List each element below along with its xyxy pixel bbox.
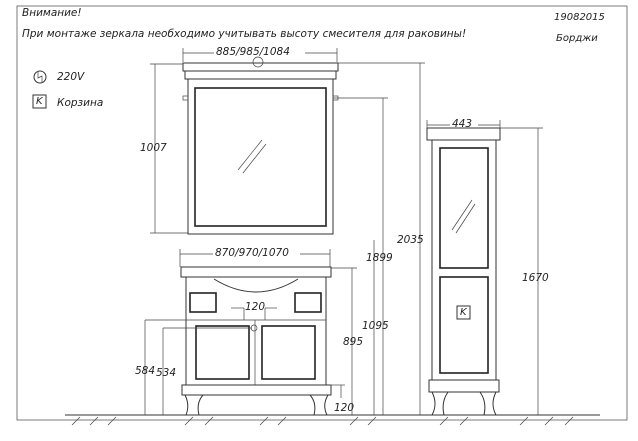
dim-mirror-width: 885/985/1084 xyxy=(216,46,290,58)
dim-mixer-height: 1095 xyxy=(362,320,389,332)
model-name: Борджи xyxy=(556,33,598,44)
warning-text: При монтаже зеркала необходимо учитывать… xyxy=(22,28,467,40)
power-icon xyxy=(33,70,47,84)
dim-total-height: 2035 xyxy=(397,234,424,246)
dim-leg-height: 120 xyxy=(334,402,355,414)
basket-legend-box xyxy=(32,94,47,109)
dim-column-width: 443 xyxy=(452,118,473,130)
sink-cabinet xyxy=(180,266,332,416)
basket-legend-label: Корзина xyxy=(57,97,104,109)
power-legend-label: 220V xyxy=(57,71,85,83)
dimension-lines xyxy=(144,48,543,415)
column-basket-symbol: K xyxy=(460,307,467,318)
mirror xyxy=(182,56,339,235)
dim-drain-height-1: 584 xyxy=(135,365,156,377)
dim-sink-height: 895 xyxy=(343,336,364,348)
dim-drain-height-2: 534 xyxy=(156,367,177,379)
dim-mirror-hook-height: 1899 xyxy=(366,252,393,264)
basket-legend-symbol: K xyxy=(36,96,43,107)
dim-mirror-height: 1007 xyxy=(140,142,167,154)
dim-mixer-spacing: 120 xyxy=(245,301,266,313)
tall-column xyxy=(426,127,501,416)
dim-column-height: 1670 xyxy=(522,272,549,284)
dim-sink-width: 870/970/1070 xyxy=(215,247,289,259)
drawing-code: 19082015 xyxy=(554,12,605,23)
warning-title: Внимание! xyxy=(22,7,82,19)
floor-hatch xyxy=(65,414,600,426)
drawing-frame xyxy=(16,5,628,421)
